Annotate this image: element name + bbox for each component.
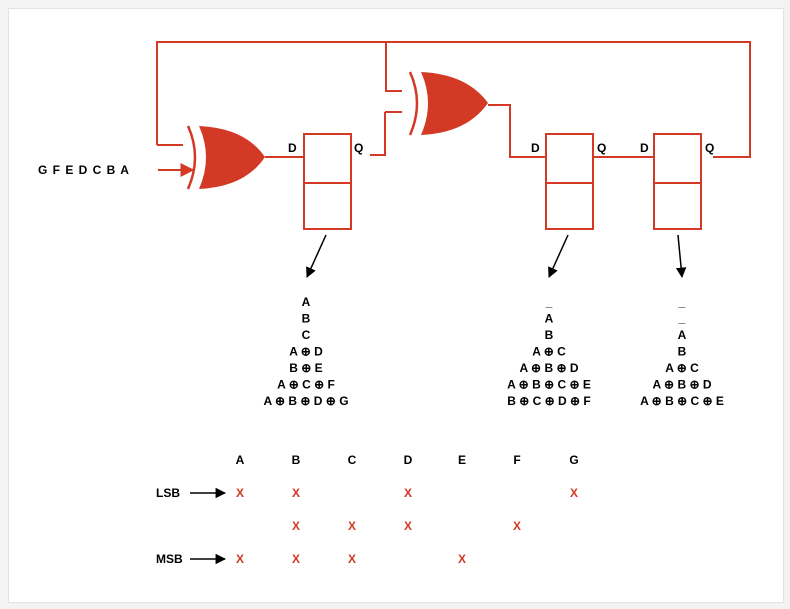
tap-mark: X [348, 552, 356, 566]
column-header-f: F [513, 453, 520, 467]
flip-flop-1 [303, 133, 352, 230]
tap-mark: X [292, 486, 300, 500]
term-1: A [545, 312, 554, 326]
ff2-q-label: Q [597, 141, 606, 155]
ff1-q-label: Q [354, 141, 363, 155]
column-header-d: D [404, 453, 413, 467]
term-4: A ⊕ B ⊕ D [520, 361, 579, 375]
column-header-a: A [236, 453, 245, 467]
flip-flop-3 [653, 133, 702, 230]
table-column-headers: A B C D E F G [236, 453, 579, 467]
column-header-e: E [458, 453, 466, 467]
flip-flop-2 [545, 133, 594, 230]
stage3-terms: _ _ AB A ⊕ C A ⊕ B ⊕ D A ⊕ B ⊕ C ⊕ E [640, 295, 724, 408]
input-sequence: G F E D C B A [38, 163, 129, 177]
term-3: B [678, 345, 687, 359]
term-6: B ⊕ C ⊕ D ⊕ F [507, 394, 591, 408]
tap-mark: X [404, 486, 412, 500]
term-2: C [302, 328, 311, 342]
stage1-terms: ABC A ⊕ D B ⊕ E A ⊕ C ⊕ F A ⊕ B ⊕ D ⊕ G [263, 295, 348, 408]
tap-mark: X [513, 519, 521, 533]
term-1: _ [678, 312, 686, 326]
tap-mark: X [292, 552, 300, 566]
xor-gate-2 [408, 71, 488, 136]
stage2-terms: _ AB A ⊕ C A ⊕ B ⊕ D A ⊕ B ⊕ C ⊕ E B ⊕ C ⊕ D … [507, 295, 591, 408]
term-3: A ⊕ D [289, 345, 323, 359]
tap-mark: X [292, 519, 300, 533]
ff2-pointer-arrow [548, 234, 569, 278]
ff1-d-label: D [288, 141, 297, 155]
column-header-c: C [348, 453, 357, 467]
feedback-wiring [156, 41, 751, 158]
row-label-msb: MSB [156, 552, 183, 566]
term-2: A [678, 328, 687, 342]
term-1: B [302, 312, 311, 326]
term-0: _ [678, 295, 686, 309]
row-label-lsb: LSB [156, 486, 180, 500]
tap-mark: X [570, 486, 578, 500]
tap-mark: X [348, 519, 356, 533]
tap-mark: X [236, 552, 244, 566]
term-6: A ⊕ B ⊕ D ⊕ G [263, 394, 348, 408]
tap-table: LSB X X X X X X X X MSB X X X X [156, 486, 578, 566]
tap-mark: X [236, 486, 244, 500]
term-0: _ [545, 295, 553, 309]
term-4: B ⊕ E [289, 361, 322, 375]
term-2: B [545, 328, 554, 342]
ff3-d-label: D [640, 141, 649, 155]
term-0: A [302, 295, 311, 309]
diagram-frame [8, 8, 784, 603]
term-5: A ⊕ B ⊕ C ⊕ E [507, 378, 591, 392]
term-4: A ⊕ C [665, 361, 699, 375]
ff3-pointer-arrow [675, 234, 687, 279]
tap-mark: X [458, 552, 466, 566]
xor-gate-1 [186, 125, 265, 190]
term-5: A ⊕ B ⊕ D [653, 378, 712, 392]
ff2-d-label: D [531, 141, 540, 155]
term-3: A ⊕ C [532, 345, 566, 359]
ff3-q-label: Q [705, 141, 714, 155]
ff1-pointer-arrow [306, 234, 327, 278]
column-header-b: B [292, 453, 301, 467]
term-6: A ⊕ B ⊕ C ⊕ E [640, 394, 724, 408]
column-header-g: G [569, 453, 578, 467]
tap-mark: X [404, 519, 412, 533]
term-5: A ⊕ C ⊕ F [277, 378, 335, 392]
